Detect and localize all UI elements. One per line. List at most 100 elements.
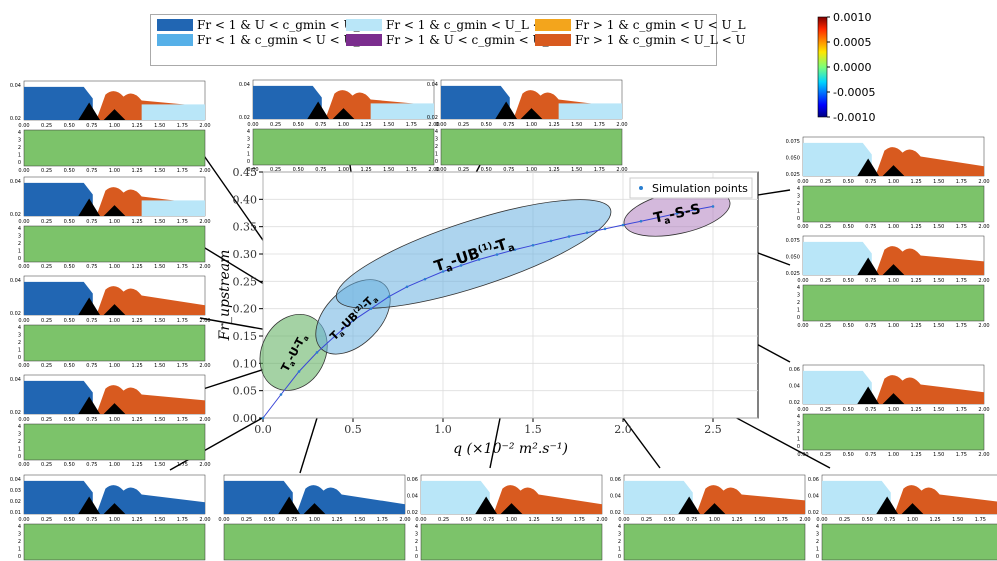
inset-x-tick-label: 0.25 <box>820 407 831 413</box>
inset-x-tick-label: 1.25 <box>930 517 941 523</box>
inset-z-tick-label: 3 <box>618 532 621 538</box>
inset-x-tick-label: 2.00 <box>199 123 210 129</box>
inset-x-tick-label: 0.25 <box>820 224 831 230</box>
inset-x-tick-label: 2.00 <box>199 517 210 523</box>
field-frame <box>821 523 997 561</box>
data-point <box>333 334 337 338</box>
y-tick-label: 0.35 <box>233 221 258 234</box>
inset-x-tick-label: 0.50 <box>862 517 873 523</box>
supercritical-layer <box>558 103 622 119</box>
inset-x-tick-label: 1.25 <box>132 417 143 423</box>
x-tick-label: 0.5 <box>344 423 362 436</box>
colorbar-gradient <box>817 16 828 118</box>
inset-x-tick-label: 0.75 <box>503 167 514 173</box>
upstream-layer <box>24 182 93 216</box>
data-point <box>279 393 283 396</box>
inset-z-tick-label: 2 <box>797 300 800 306</box>
inset-x-tick-label: 0.75 <box>86 363 97 369</box>
topography <box>78 198 126 216</box>
downstream-layer <box>493 485 602 514</box>
legend: Fr < 1 & U < c_gmin < U_L Fr < 1 & c_gmi… <box>150 14 746 66</box>
inset: 0.000.250.500.751.001.251.501.752.000.00… <box>218 474 411 561</box>
data-point <box>585 231 589 234</box>
label-superscript: (1) <box>477 241 494 255</box>
inset-x-tick-label: 0.50 <box>843 278 854 284</box>
inset-x-tick-label: 2.00 <box>199 363 210 369</box>
inset-x-tick-label: 0.25 <box>41 517 52 523</box>
data-point <box>567 235 571 238</box>
inset-y-tick-label: 0.02 <box>10 499 21 505</box>
inset-z-tick-label: 0 <box>435 159 438 165</box>
upstream-layer <box>224 480 293 514</box>
inset-z-tick-label: 3 <box>797 293 800 299</box>
downstream-layer <box>696 485 805 514</box>
downstream-layer <box>96 385 205 414</box>
inset-y-tick-label: 0.03 <box>10 488 21 494</box>
inset-x-tick-label: 0.25 <box>41 219 52 225</box>
inset-y-tick-label: 0.02 <box>808 510 819 516</box>
inset-x-tick-label: 0.25 <box>458 167 469 173</box>
field-frame <box>23 225 206 263</box>
inset-x-tick-label: 2.00 <box>199 264 210 270</box>
legend-label: Fr > 1 & c_gmin < U < U_L <box>575 18 746 32</box>
inset-y-tick-label: 0.06 <box>407 477 418 483</box>
inset-z-tick-label: 2 <box>247 144 250 150</box>
inset-z-tick-label: 1 <box>18 249 21 255</box>
inset-z-tick-label: 4 <box>797 186 800 192</box>
upstream-layer <box>803 142 872 176</box>
inset-z-tick-label: 1 <box>415 547 418 553</box>
inset-x-tick-label: 1.75 <box>177 318 188 324</box>
inset-x-tick-label: 0.50 <box>64 123 75 129</box>
topography <box>307 101 355 119</box>
data-point <box>405 285 409 289</box>
legend-label: Fr > 1 & c_gmin < U_L < U <box>575 33 746 47</box>
inset-x-tick-label: 1.75 <box>406 167 417 173</box>
inset-x-tick-label: 1.75 <box>177 264 188 270</box>
upstream-layer <box>441 85 510 119</box>
inset-x-tick-label: 0.25 <box>820 278 831 284</box>
regime-label: Ta-S-S <box>652 201 702 227</box>
inset-x-tick-label: 1.25 <box>911 407 922 413</box>
topography <box>278 496 326 514</box>
inset-y-tick-label: 0.02 <box>407 510 418 516</box>
inset-x-tick-label: 0.00 <box>18 462 29 468</box>
inset-z-tick-label: 2 <box>816 539 819 545</box>
inset-z-tick-label: 4 <box>797 414 800 420</box>
inset-z-tick-label: 4 <box>18 524 21 530</box>
inset-z-tick-label: 4 <box>415 524 418 530</box>
inset-x-tick-label: 2.00 <box>596 517 607 523</box>
inset-z-tick-label: 3 <box>18 234 21 240</box>
inset-x-tick-label: 1.25 <box>132 264 143 270</box>
inset-x-tick-label: 0.00 <box>618 517 629 523</box>
inset-x-tick-label: 0.25 <box>41 318 52 324</box>
inset-x-tick-label: 0.25 <box>41 264 52 270</box>
topography <box>495 101 543 119</box>
inset-x-tick-label: 1.00 <box>888 179 899 185</box>
inset-y-tick-label: 0.06 <box>789 367 800 373</box>
inset-x-tick-label: 2.00 <box>978 278 989 284</box>
inset-y-tick-label: 0.04 <box>808 494 819 500</box>
inset-x-tick-label: 1.25 <box>549 122 560 128</box>
data-point <box>513 248 517 251</box>
inset-x-tick-label: 0.50 <box>293 167 304 173</box>
y-tick-label: 0.40 <box>233 193 258 206</box>
inset-z-tick-label: 1 <box>797 209 800 215</box>
inset-x-tick-label: 0.00 <box>18 318 29 324</box>
inset-x-tick-label: 0.25 <box>241 517 252 523</box>
label-subscript: a <box>663 216 671 227</box>
inset-x-tick-label: 1.50 <box>571 122 582 128</box>
x-tick-label: 0.0 <box>254 423 272 436</box>
field-frame <box>420 523 603 561</box>
regime-ellipse <box>335 199 612 309</box>
inset-x-tick-label: 0.00 <box>435 167 446 173</box>
inset-z-tick-label: 2 <box>797 429 800 435</box>
regime-label-text: Ta-U-Ta <box>279 331 311 374</box>
y-axis-label: Fr_upstream <box>217 250 233 342</box>
y-tick-label: 0.30 <box>233 248 258 261</box>
inset-x-tick-label: 0.00 <box>247 122 258 128</box>
inset-x-tick-label: 2.00 <box>199 417 210 423</box>
connector-line <box>299 417 318 474</box>
